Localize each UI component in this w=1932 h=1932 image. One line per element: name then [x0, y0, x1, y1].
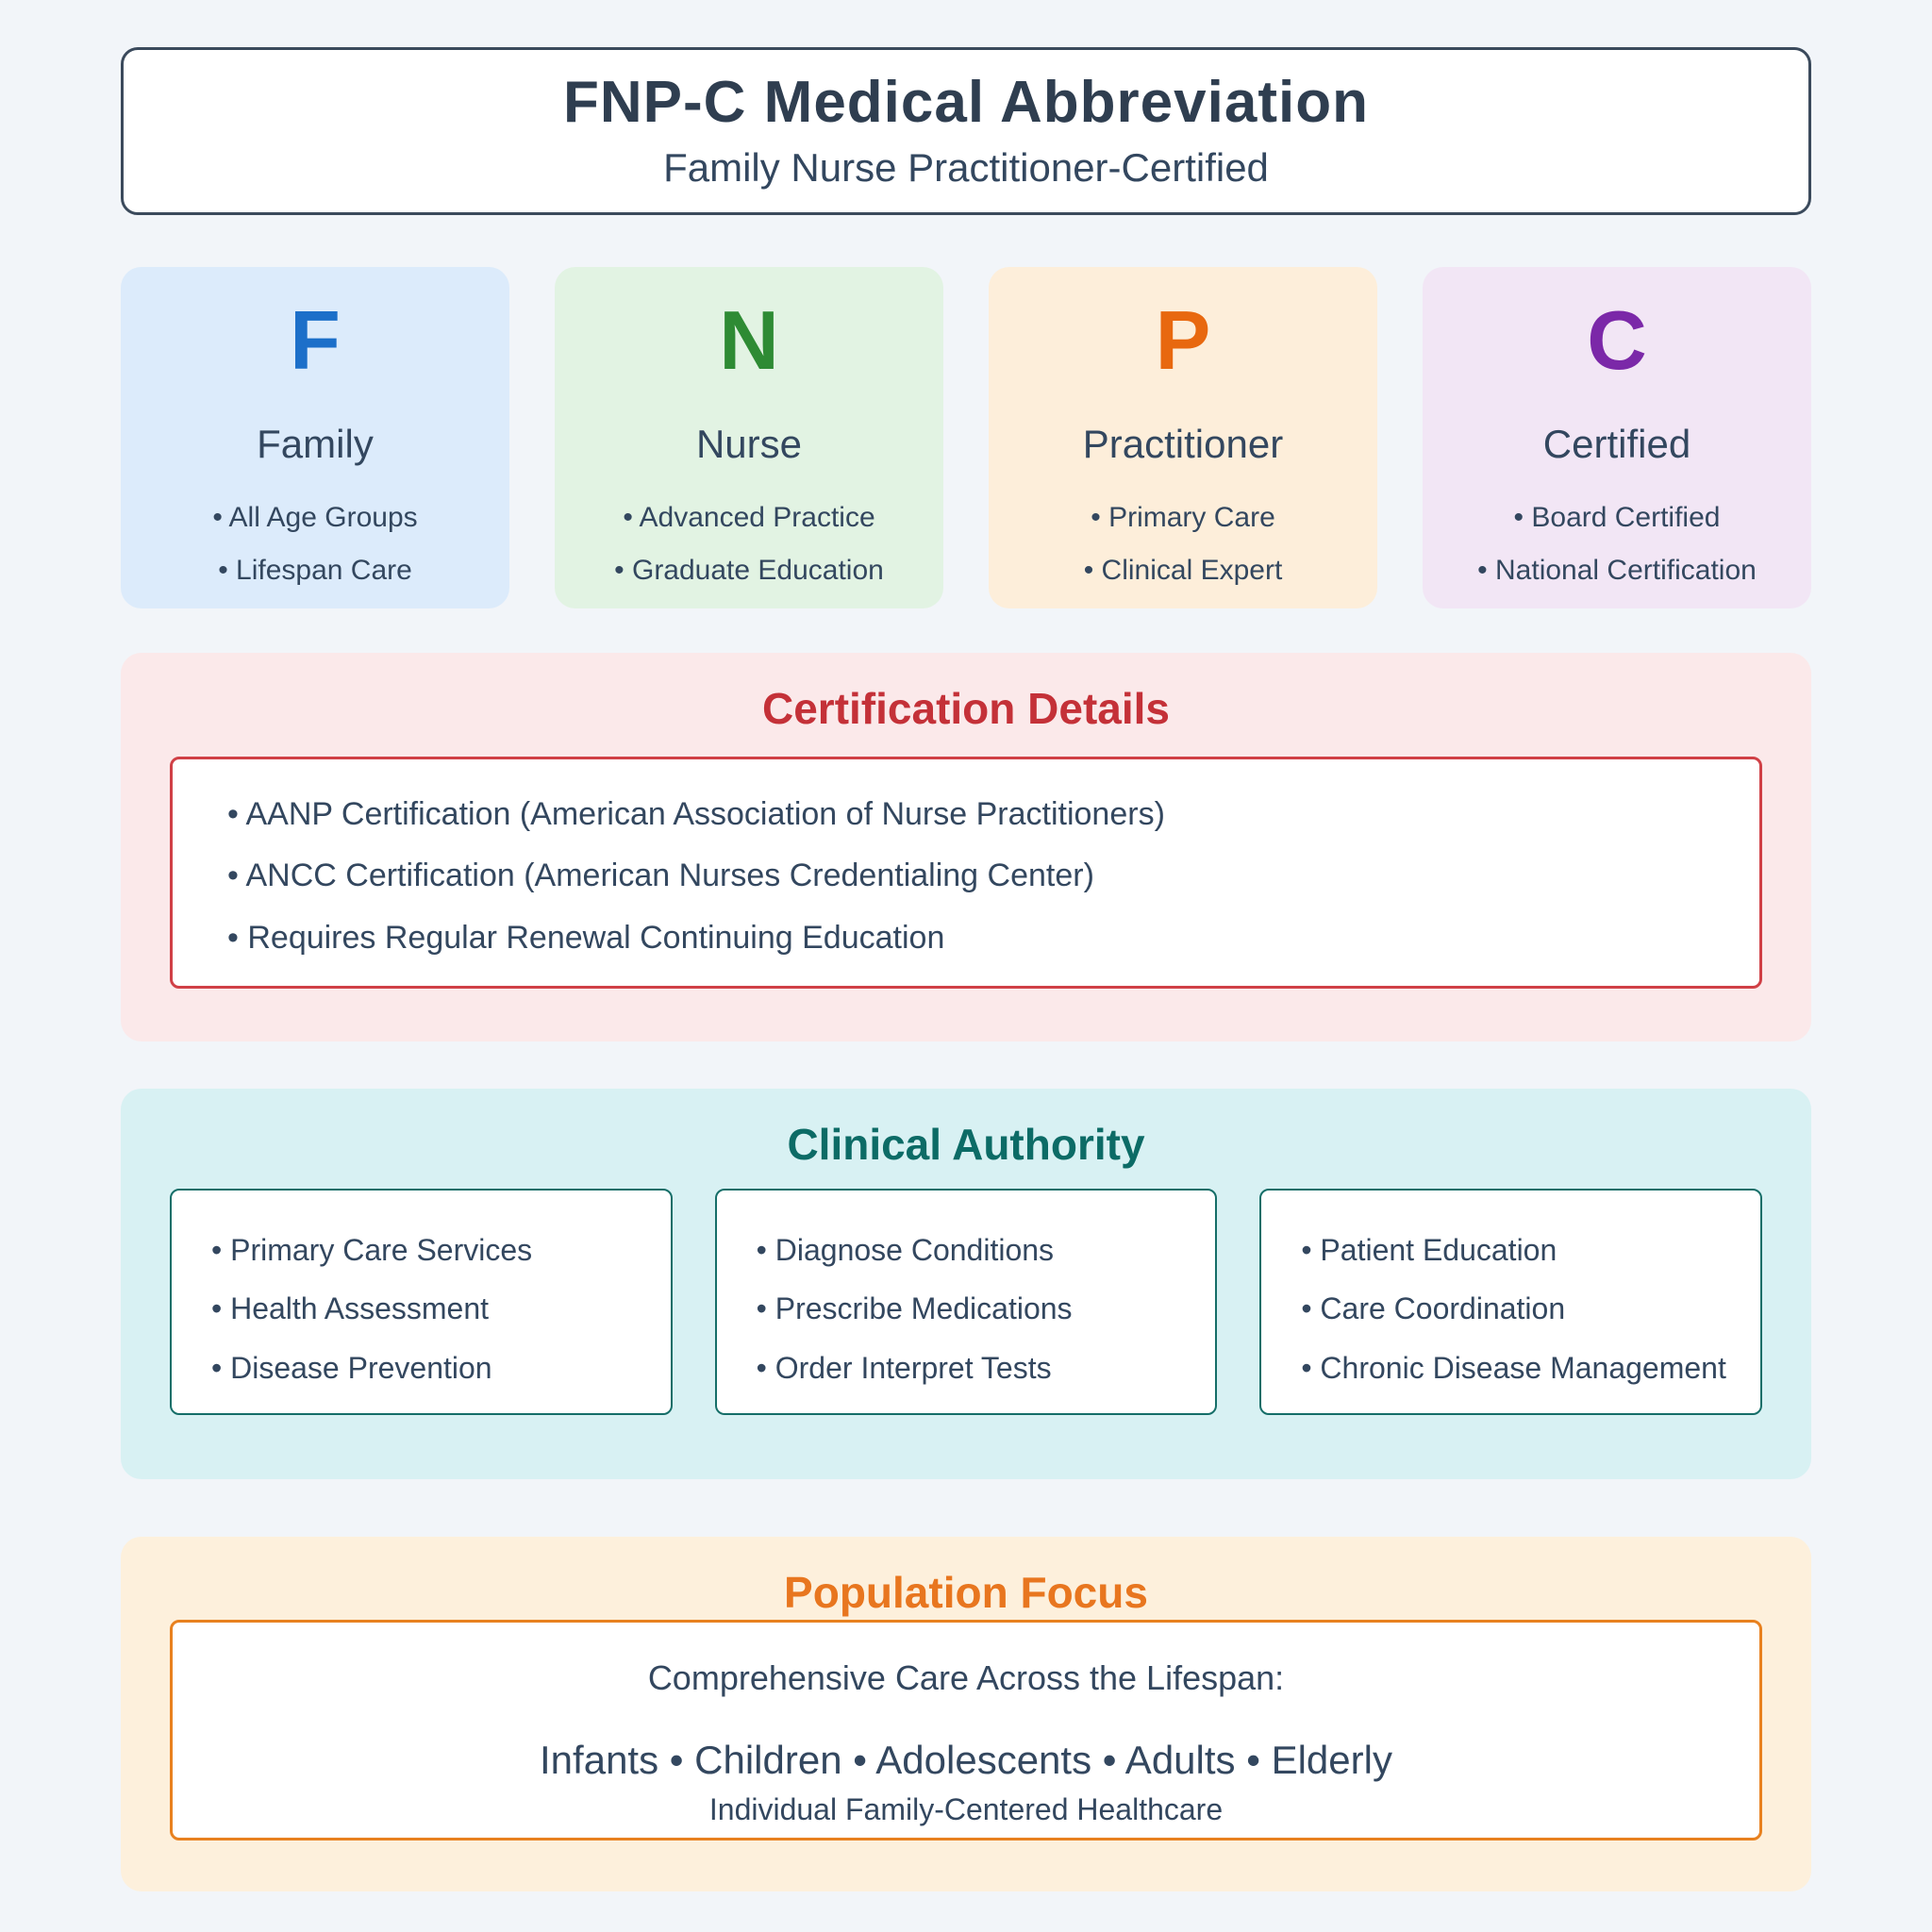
- clinical-item: • Health Assessment: [211, 1291, 489, 1326]
- clinical-item: • Primary Care Services: [211, 1233, 533, 1267]
- card-word-nurse: Nurse: [695, 422, 803, 466]
- header-title-box: FNP-C Medical Abbreviation Family Nurse …: [121, 47, 1811, 215]
- page-title: FNP-C Medical Abbreviation: [563, 70, 1369, 135]
- letter-c: C: [1587, 293, 1647, 387]
- clinical-box-education: • Patient Education • Care Coordination …: [1259, 1189, 1762, 1415]
- clinical-item: • Chronic Disease Management: [1301, 1350, 1726, 1385]
- population-focus-box: Comprehensive Care Across the Lifespan: …: [170, 1620, 1762, 1840]
- card-bullets-certified: • Board Certified • National Certificati…: [1423, 491, 1811, 596]
- bullet-item: • Lifespan Care: [218, 554, 412, 586]
- letter-card-practitioner: P Practitioner • Primary Care • Clinical…: [989, 267, 1377, 608]
- page-subtitle: Family Nurse Practitioner-Certified: [663, 145, 1269, 190]
- card-bullets-family: • All Age Groups • Lifespan Care: [121, 491, 509, 596]
- clinical-authority-title: Clinical Authority: [787, 1120, 1145, 1169]
- card-word-family: Family: [257, 422, 374, 466]
- certification-item: • Requires Regular Renewal Continuing Ed…: [227, 919, 945, 956]
- population-line-healthcare: Individual Family-Centered Healthcare: [708, 1792, 1224, 1826]
- population-line-lifespan: Comprehensive Care Across the Lifespan:: [647, 1658, 1285, 1697]
- letter-card-family: F Family • All Age Groups • Lifespan Car…: [121, 267, 509, 608]
- clinical-box-care: • Primary Care Services • Health Assessm…: [170, 1189, 673, 1415]
- bullet-item: • Advanced Practice: [623, 502, 875, 533]
- bullet-item: • All Age Groups: [212, 502, 418, 533]
- letter-cards-row: F Family • All Age Groups • Lifespan Car…: [121, 267, 1811, 608]
- clinical-authority-grid: • Primary Care Services • Health Assessm…: [170, 1189, 1762, 1415]
- letter-n: N: [719, 293, 779, 387]
- certification-item: • ANCC Certification (American Nurses Cr…: [227, 858, 1094, 894]
- certification-details-box: • AANP Certification (American Associati…: [170, 757, 1762, 989]
- clinical-item: • Order Interpret Tests: [756, 1350, 1052, 1385]
- letter-f: F: [290, 293, 341, 387]
- letter-p: P: [1155, 293, 1211, 387]
- bullet-item: • Board Certified: [1513, 502, 1721, 533]
- population-focus-section: Population Focus Comprehensive Care Acro…: [121, 1537, 1811, 1891]
- card-bullets-nurse: • Advanced Practice • Graduate Education: [555, 491, 943, 596]
- card-word-practitioner: Practitioner: [1082, 422, 1284, 466]
- certification-details-section: Certification Details • AANP Certificati…: [121, 653, 1811, 1041]
- bullet-item: • National Certification: [1477, 554, 1757, 586]
- letter-card-certified: C Certified • Board Certified • National…: [1423, 267, 1811, 608]
- clinical-authority-section: Clinical Authority • Primary Care Servic…: [121, 1089, 1811, 1479]
- card-bullets-practitioner: • Primary Care • Clinical Expert: [989, 491, 1377, 596]
- clinical-item: • Disease Prevention: [211, 1350, 492, 1385]
- card-word-certified: Certified: [1542, 422, 1691, 466]
- bullet-item: • Clinical Expert: [1083, 554, 1283, 586]
- clinical-box-diagnose: • Diagnose Conditions • Prescribe Medica…: [714, 1189, 1218, 1415]
- letter-card-nurse: N Nurse • Advanced Practice • Graduate E…: [555, 267, 943, 608]
- clinical-item: • Patient Education: [1301, 1233, 1557, 1267]
- certification-details-title: Certification Details: [762, 684, 1170, 733]
- bullet-item: • Primary Care: [1091, 502, 1275, 533]
- clinical-item: • Prescribe Medications: [756, 1291, 1073, 1326]
- bullet-item: • Graduate Education: [614, 554, 884, 586]
- certification-item: • AANP Certification (American Associati…: [227, 796, 1165, 832]
- clinical-item: • Diagnose Conditions: [756, 1233, 1055, 1267]
- population-focus-title: Population Focus: [784, 1568, 1148, 1617]
- population-line-groups: Infants • Children • Adolescents • Adult…: [540, 1738, 1392, 1782]
- clinical-item: • Care Coordination: [1301, 1291, 1566, 1326]
